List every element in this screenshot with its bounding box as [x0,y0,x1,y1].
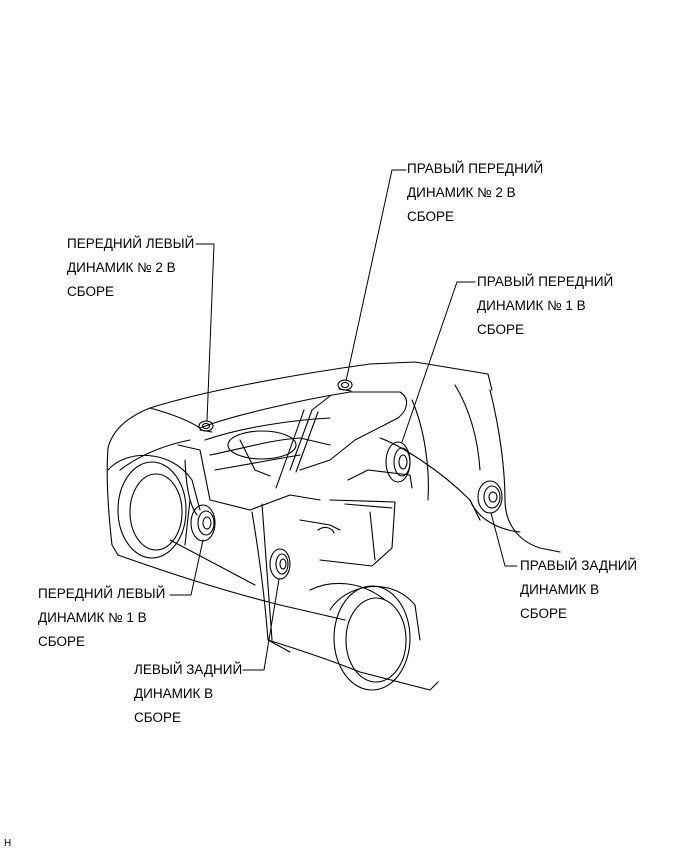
label-front-right-speaker-1: ПРАВЫЙ ПЕРЕДНИЙ ДИНАМИК № 1 В СБОРЕ [477,274,614,337]
figure-code: H [4,838,12,849]
rear-left-wheel [333,585,411,691]
left-front-door [177,444,321,511]
car-body-outline [107,361,493,449]
right-door-opening [379,437,481,521]
center-console [319,499,396,567]
steering-wheel [227,430,297,460]
front-right-door-speaker [385,441,411,483]
front-left-door-speaker [190,504,216,542]
label-front-right-speaker-2: ПРАВЫЙ ПЕРЕДНИЙ ДИНАМИК № 2 В СБОРЕ [407,161,544,224]
label-front-left-speaker-2: ПЕРЕДНИЙ ЛЕВЫЙ ДИНАМИК № 2 В СБОРЕ [67,236,195,299]
label-rear-right-speaker: ПРАВЫЙ ЗАДНИЙ ДИНАМИК В СБОРЕ [520,558,638,621]
leader-lines [169,169,518,671]
front-left-tweeter-speaker [198,420,214,433]
front-right-tweeter-speaker [337,379,353,392]
label-front-left-speaker-1: ПЕРЕДНИЙ ЛЕВЫЙ ДИНАМИК № 1 В СБОРЕ [38,586,166,649]
rear-left-door-speaker [269,548,291,580]
rear-right-speaker [477,480,503,514]
dashboard [199,391,408,471]
label-rear-left-speaker: ЛЕВЫЙ ЗАДНИЙ ДИНАМИК В СБОРЕ [134,662,243,725]
front-left-wheel [117,461,187,559]
